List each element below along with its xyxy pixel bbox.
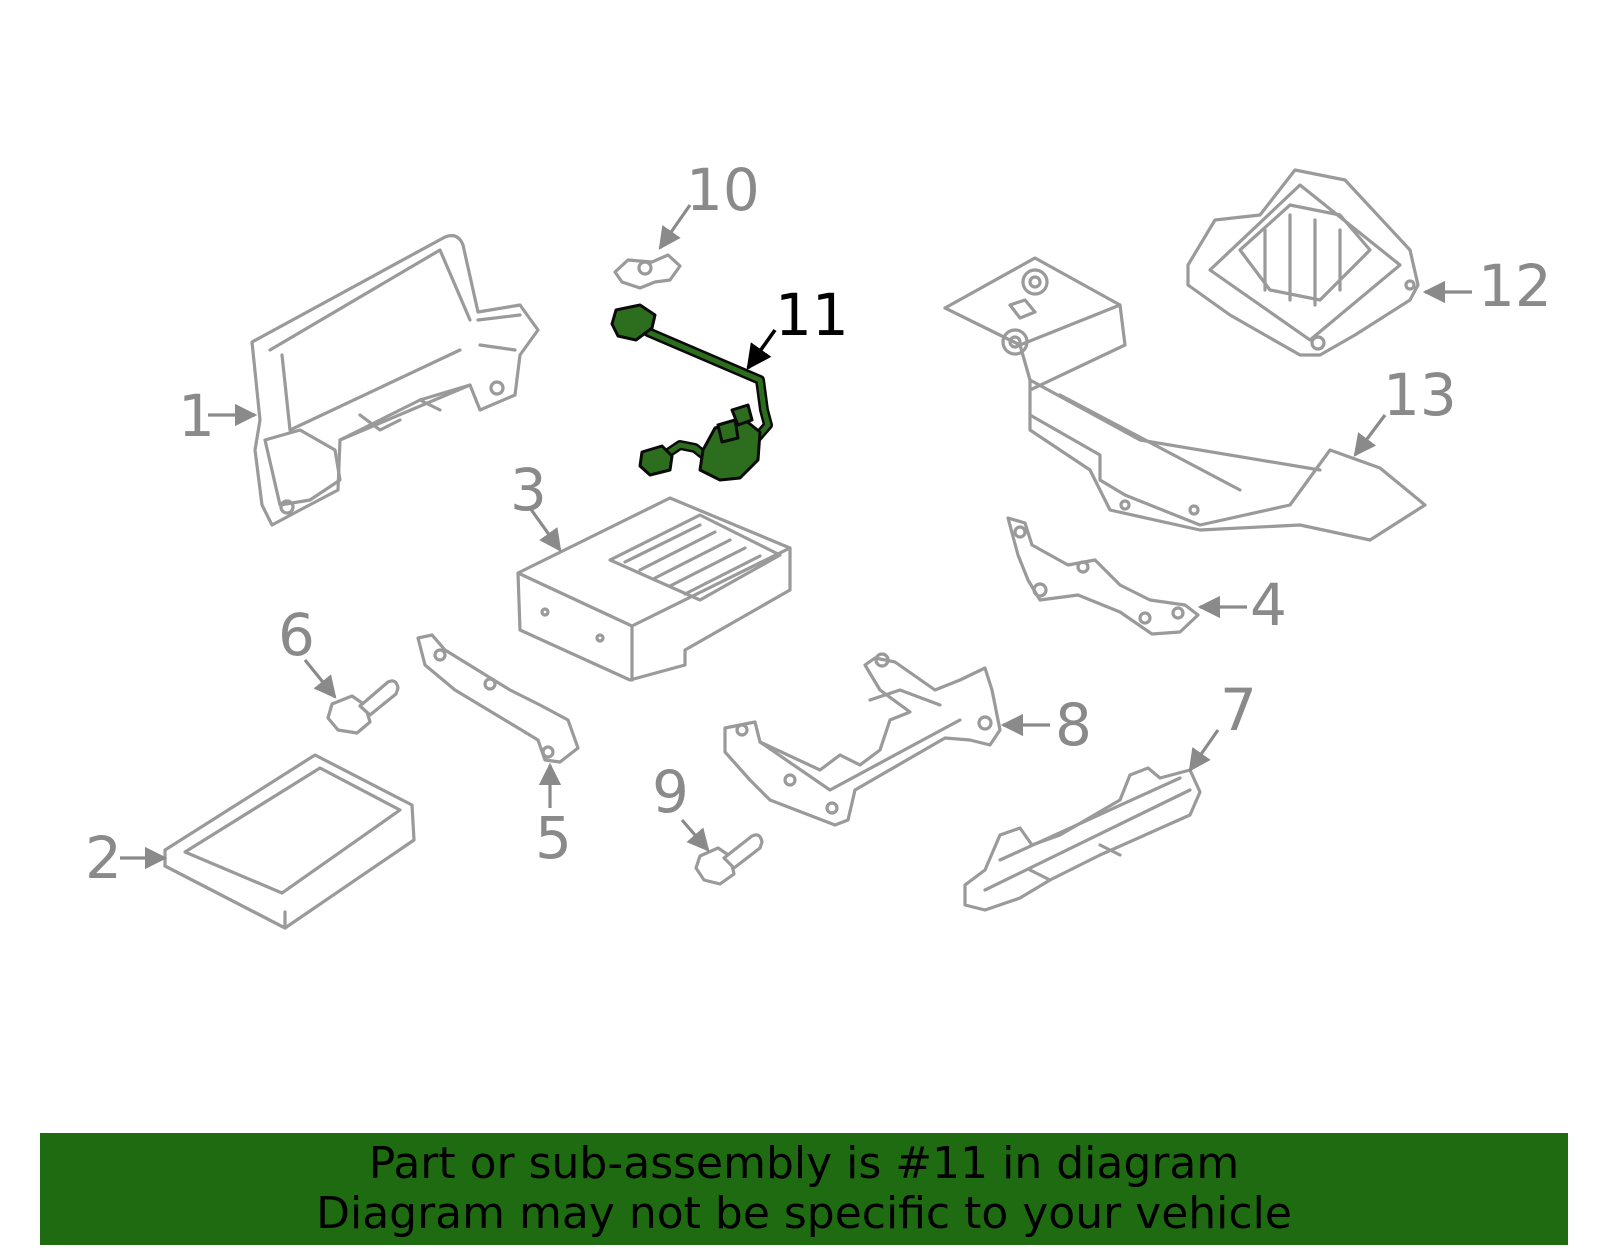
callout-labels: 1 2 3 4 5 6 7 8 9 10 11 12 13 [85,156,1552,892]
part-1-display [250,234,540,527]
arrow-7 [1188,729,1220,772]
callout-4: 4 [1250,571,1287,639]
part-3-module [516,496,792,682]
callout-13: 13 [1383,361,1457,429]
arrow-6 [303,658,337,699]
callout-12: 12 [1478,252,1552,320]
info-banner: Part or sub-assembly is #11 in diagram D… [40,1133,1568,1245]
part-2-tray [163,753,416,930]
part-9-bolt [694,833,764,886]
callout-6: 6 [278,601,315,669]
callout-5: 5 [535,804,572,872]
part-6-bolt [326,679,400,735]
callout-11: 11 [775,281,849,349]
arrow-3 [528,507,562,552]
part-11-harness[interactable] [610,303,773,482]
part-5-bracket [416,633,580,764]
banner-line-1: Part or sub-assembly is #11 in diagram [368,1138,1240,1189]
callout-3: 3 [510,456,547,524]
callout-1: 1 [178,382,215,450]
callout-2: 2 [85,824,122,892]
leader-arrows [120,204,1472,870]
part-12-module [1186,168,1420,357]
callout-7: 7 [1220,676,1257,744]
arrow-9 [680,818,710,852]
part-13-plate [943,256,1427,542]
part-10-clip [613,253,682,290]
callout-8: 8 [1055,691,1092,759]
arrow-11 [746,328,777,371]
banner-line-2: Diagram may not be specific to your vehi… [316,1188,1292,1239]
part-8-frame [723,652,1002,827]
arrow-13 [1353,414,1387,457]
part-4-bracket [1006,516,1200,636]
part-7-rail [963,766,1202,912]
callout-10: 10 [686,156,760,224]
arrow-10 [658,204,692,250]
callout-9: 9 [652,758,689,826]
